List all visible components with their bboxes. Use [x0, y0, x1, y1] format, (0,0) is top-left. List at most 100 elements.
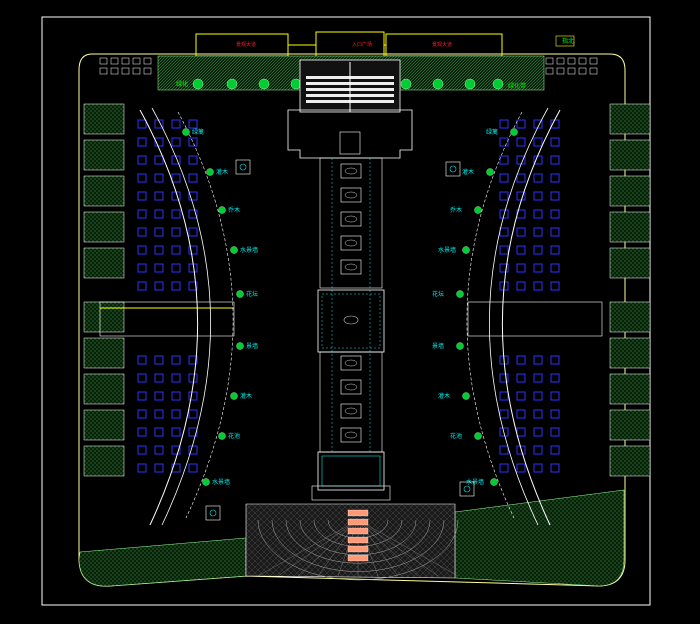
window-unit [533, 245, 543, 255]
tree-icon [192, 78, 204, 90]
tree-icon [492, 78, 504, 90]
green-bay [83, 409, 125, 441]
parking-space [110, 67, 119, 75]
stage-step [347, 545, 369, 553]
annotation-marker [230, 246, 238, 254]
window-unit [154, 463, 164, 473]
annotation-label: 乔木 [228, 206, 240, 214]
parking-space [121, 57, 130, 65]
window-unit [188, 137, 198, 147]
annotation-marker [206, 168, 214, 176]
parking-top-right [545, 57, 598, 75]
window-unit [137, 445, 147, 455]
green-bay [609, 139, 651, 171]
label-north: 指北 [562, 37, 574, 45]
annotation-label: 灌木 [438, 392, 450, 400]
seating-radial [357, 519, 439, 577]
window-unit [137, 119, 147, 129]
window-unit [188, 463, 198, 473]
green-bay [83, 103, 125, 135]
window-unit [499, 445, 509, 455]
window-unit [516, 119, 526, 129]
label-top-center: 入口广场 [352, 41, 372, 48]
window-unit [550, 463, 560, 473]
annotation-marker [474, 206, 482, 214]
parking-space [132, 57, 141, 65]
fountain-pool [340, 235, 362, 251]
green-bay [609, 103, 651, 135]
tree-row-top [192, 78, 504, 90]
tree-icon [464, 78, 476, 90]
window-unit [516, 263, 526, 273]
annotation-label: 灌木 [240, 392, 252, 400]
window-unit [550, 191, 560, 201]
parking-space [545, 57, 554, 65]
annotation-marker [474, 432, 482, 440]
central-axis [319, 157, 383, 453]
window-unit [137, 227, 147, 237]
window-unit [550, 245, 560, 255]
building-block-right [499, 103, 651, 477]
stage-step [347, 509, 369, 517]
window-unit [154, 355, 164, 365]
window-unit [188, 391, 198, 401]
parking-top-left [99, 57, 152, 75]
fountain-jet [344, 383, 358, 391]
window-unit [154, 227, 164, 237]
parking-space [545, 67, 554, 75]
parking-space [578, 67, 587, 75]
stage-step [347, 527, 369, 535]
window-unit [188, 355, 198, 365]
tree-icon [258, 78, 270, 90]
window-unit [137, 191, 147, 201]
annotation-marker [218, 206, 226, 214]
window-unit [188, 373, 198, 383]
annotation-marker [486, 168, 494, 176]
annotation-label: 灌木 [462, 168, 474, 176]
window-unit [171, 263, 181, 273]
parking-space [567, 67, 576, 75]
window-unit [171, 373, 181, 383]
window-unit [533, 427, 543, 437]
window-unit [533, 119, 543, 129]
window-unit [137, 409, 147, 419]
window-unit [154, 173, 164, 183]
fountain-jet [344, 167, 358, 175]
parking-space [99, 67, 108, 75]
tree-icon [226, 78, 238, 90]
window-unit [171, 209, 181, 219]
window-unit [550, 427, 560, 437]
window-unit [171, 227, 181, 237]
annotation-label: 灌木 [216, 168, 228, 176]
window-unit [154, 119, 164, 129]
window-unit [550, 355, 560, 365]
window-unit [188, 409, 198, 419]
window-unit [171, 137, 181, 147]
window-unit [516, 463, 526, 473]
window-unit [550, 409, 560, 419]
window-unit [499, 427, 509, 437]
green-bay [609, 337, 651, 369]
green-bay [83, 337, 125, 369]
central-square [317, 289, 385, 353]
window-unit [137, 155, 147, 165]
annotation-marker [202, 478, 210, 486]
detail-callout-icon [239, 163, 247, 171]
window-unit [154, 155, 164, 165]
window-unit [154, 373, 164, 383]
bottom-fountain [317, 451, 385, 491]
window-unit [533, 191, 543, 201]
window-unit [171, 173, 181, 183]
green-bay [609, 409, 651, 441]
window-unit [550, 209, 560, 219]
green-bay [83, 373, 125, 405]
annotation-label: 景墙 [432, 342, 444, 350]
fountain-jet [344, 359, 358, 367]
window-unit [499, 391, 509, 401]
detail-callout-icon [445, 161, 461, 177]
green-bay [83, 175, 125, 207]
window-unit [154, 245, 164, 255]
window-unit [516, 227, 526, 237]
annotation-marker [456, 342, 464, 350]
